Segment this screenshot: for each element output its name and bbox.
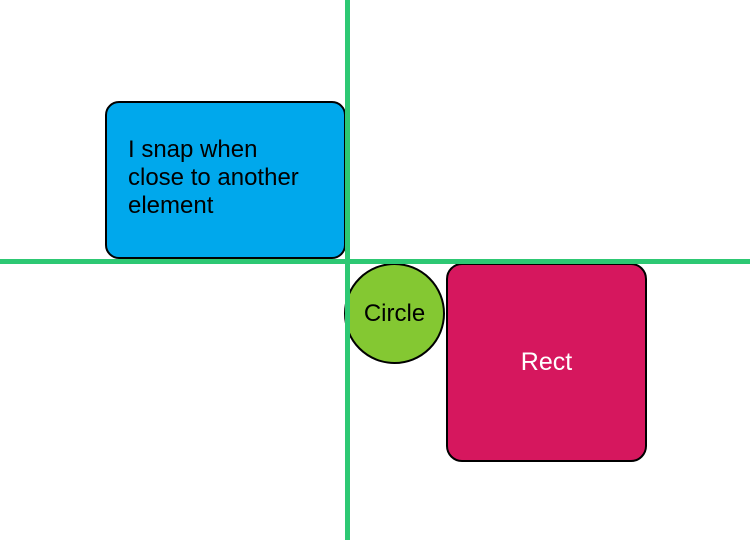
snap-box-label: I snap when close to another element [128,136,299,219]
circle-label: Circle [363,299,426,327]
snap-box-draggable[interactable]: I snap when close to another element [105,101,346,259]
horizontal-snap-guide-line [0,259,750,264]
vertical-snap-guide-line [345,0,350,540]
rect-draggable[interactable]: Rect [446,263,647,462]
rect-label: Rect [520,348,573,376]
circle-draggable[interactable]: Circle [344,263,445,364]
